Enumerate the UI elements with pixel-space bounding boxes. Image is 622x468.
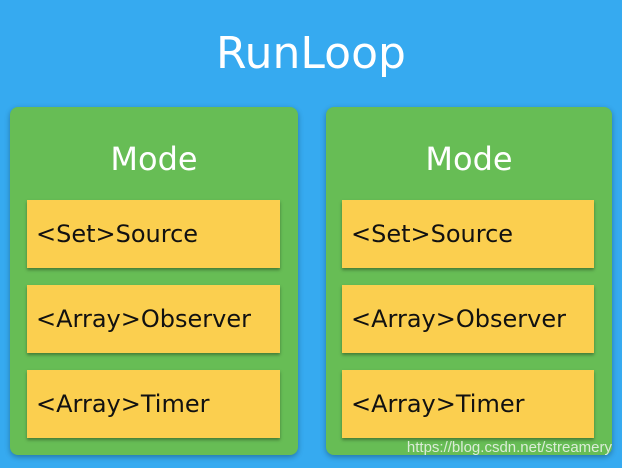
- timer-array-box: <Array>Timer: [342, 370, 594, 438]
- watermark: https://blog.csdn.net/streamery: [406, 439, 612, 456]
- mode-label: Mode: [110, 140, 198, 178]
- mode-panel-left: Mode <Set>Source <Array>Observer <Array>…: [10, 107, 298, 455]
- observer-array-box: <Array>Observer: [27, 285, 280, 353]
- timer-array-box: <Array>Timer: [27, 370, 280, 438]
- observer-array-box: <Array>Observer: [342, 285, 594, 353]
- mode-panel-right: Mode <Set>Source <Array>Observer <Array>…: [326, 107, 612, 455]
- source-set-box: <Set>Source: [342, 200, 594, 268]
- runloop-title: RunLoop: [216, 28, 406, 79]
- mode-label: Mode: [425, 140, 513, 178]
- source-set-box: <Set>Source: [27, 200, 280, 268]
